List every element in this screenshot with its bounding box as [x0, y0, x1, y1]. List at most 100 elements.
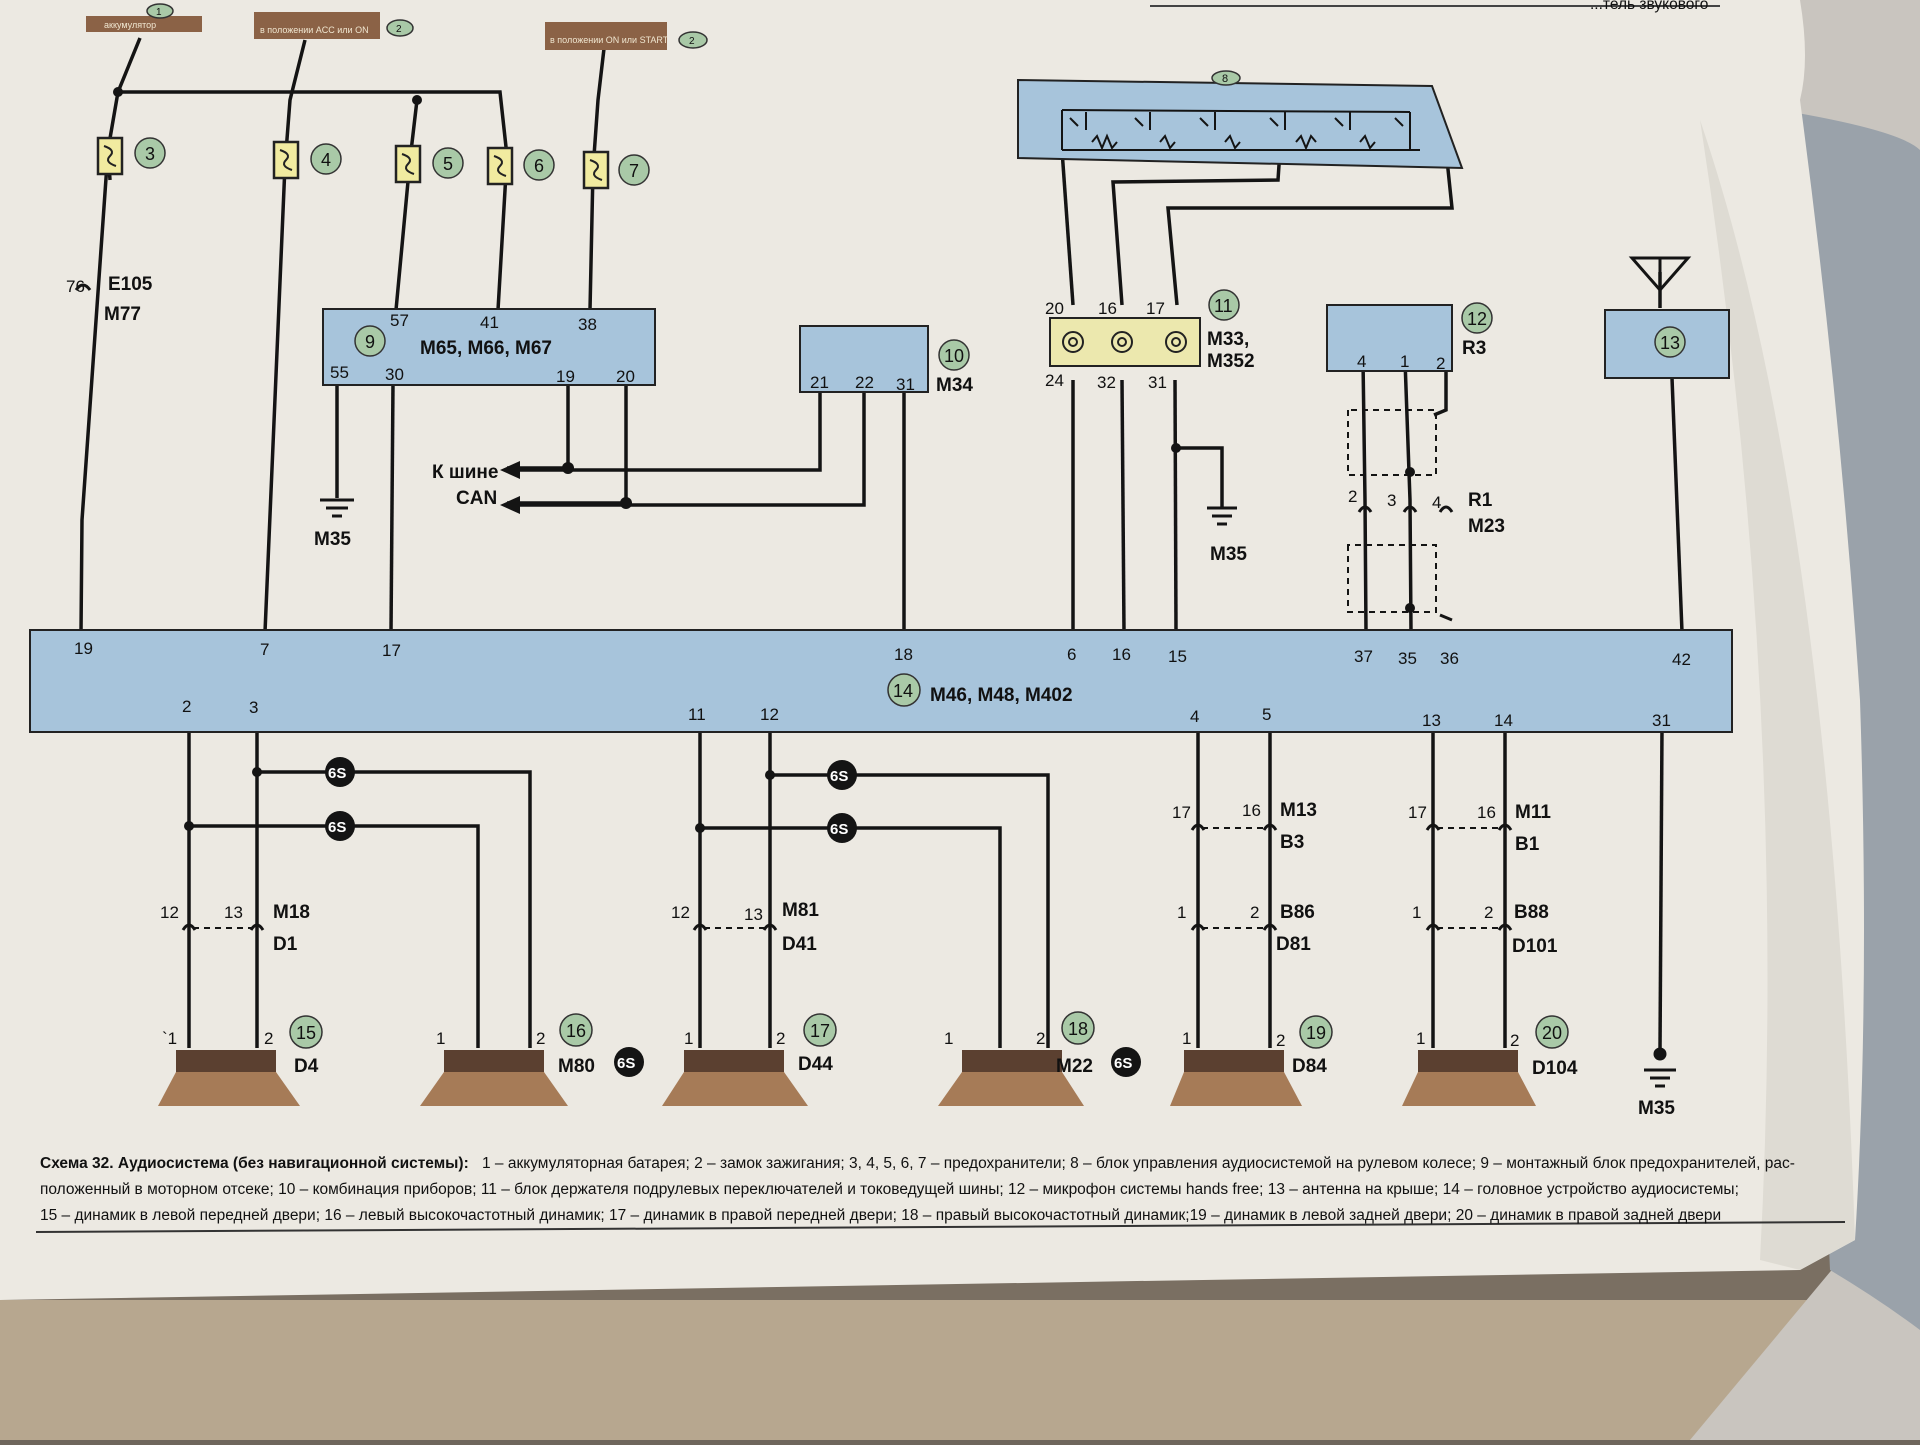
block-10-id: 10 [944, 346, 964, 366]
shield-tag-3: 6S [830, 768, 848, 785]
block-9-id: 9 [365, 332, 375, 352]
antenna-icon [1628, 256, 1692, 293]
block-14-pin-31: 31 [1652, 711, 1671, 730]
block-14-pin-35: 35 [1398, 649, 1417, 668]
fuse-7: 7 [582, 150, 650, 190]
block-14-pin-3: 3 [249, 698, 258, 717]
connector-arc-76 [74, 283, 92, 291]
block-14-pin-19: 19 [74, 639, 93, 658]
speaker-18-name: M22 [1056, 1056, 1093, 1077]
connector-m13-pin-b: 16 [1242, 801, 1261, 820]
speaker-20: 1 2 20 D104 [1402, 1015, 1578, 1106]
speaker-16-name: M80 [558, 1056, 595, 1077]
speaker-17-pin-1: 1 [684, 1029, 693, 1048]
caption-line-3: 15 – динамик в левой передней двери; 16 … [40, 1207, 1721, 1224]
speaker-20-id: 20 [1542, 1023, 1562, 1043]
connector-r1-m23: 2 3 4 R1 M23 [1348, 487, 1505, 622]
speaker-15-pin-2: 2 [264, 1029, 273, 1048]
top-tag-1: аккумулятор 1 [86, 3, 202, 32]
fuse-3-id: 3 [145, 144, 155, 164]
block-14-pin-17: 17 [382, 641, 401, 660]
block-11-pin-20: 20 [1045, 299, 1064, 318]
block-10-pin-31: 31 [896, 375, 915, 394]
top-tag-2: в положении ACC или ON 2 [254, 12, 414, 39]
block-14-pin-13: 13 [1422, 711, 1441, 730]
block-14-pin-7: 7 [260, 640, 269, 659]
label-e105: E105 [108, 274, 153, 295]
block-8-id: 8 [1222, 73, 1228, 85]
fuse-7-id: 7 [629, 161, 639, 181]
block-9-pin-19: 19 [556, 367, 575, 386]
speaker-18-pin-1: 1 [944, 1029, 953, 1048]
fuse-6: 6 [486, 146, 555, 186]
block-10-pin-22: 22 [855, 373, 874, 392]
fuse-5: 5 [394, 144, 464, 184]
r1-name: R1 [1468, 490, 1493, 511]
block-11-pin-17: 17 [1146, 299, 1165, 318]
connector-b88-pin-b: 2 [1484, 903, 1493, 922]
shield-tag-1: 6S [328, 765, 346, 782]
pin-76: 76 [66, 277, 85, 296]
connector-m18-pin-b: 13 [224, 903, 243, 922]
page-shading [1700, 120, 1855, 1270]
junctions [113, 87, 1415, 833]
connector-m81-name: M81 [782, 900, 819, 921]
block-14-pin-18: 18 [894, 645, 913, 664]
tablecloth-bottom [0, 1300, 1920, 1440]
connector-m11: 17 16 M11 B1 [1408, 802, 1551, 855]
can-arrows [500, 461, 520, 514]
connector-b86: 1 2 B86 D81 [1177, 902, 1315, 955]
speaker-19-name: D84 [1292, 1056, 1327, 1077]
fuse-5-id: 5 [443, 154, 453, 174]
block-9-pin-30: 30 [385, 365, 404, 384]
block-11-pin-16: 16 [1098, 299, 1117, 318]
block-12-microphone: 4 1 2 12 R3 [1326, 302, 1493, 373]
connector-b88: 1 2 B88 D101 [1412, 902, 1558, 957]
top-tag-1-text: аккумулятор [104, 20, 156, 30]
shield-tag-6: 6S [1114, 1055, 1132, 1072]
block-14-pin-12: 12 [760, 705, 779, 724]
block-9-name: M65, M66, M67 [420, 338, 552, 359]
speaker-20-pin-1: 1 [1416, 1029, 1425, 1048]
speaker-18: 1 2 18 M22 [938, 1011, 1095, 1106]
block-13-id: 13 [1660, 333, 1680, 353]
top-tag-1-id: 1 [156, 7, 162, 18]
shield-tags: 6S 6S 6S 6S 6S 6S [325, 757, 1141, 1077]
block-12-pin-2: 2 [1436, 354, 1445, 373]
block-12-id: 12 [1467, 309, 1487, 329]
top-tag-3-text: в положении ON или START [550, 35, 669, 45]
can-label-2: CAN [456, 488, 497, 509]
block-14-pin-42: 42 [1672, 650, 1691, 669]
block-10-instrument-cluster: 21 22 31 10 M34 [799, 325, 973, 396]
connector-m13: 17 16 M13 B3 [1172, 800, 1317, 853]
connector-b86-pin-b: 2 [1250, 903, 1259, 922]
can-label-1: К шине [432, 462, 498, 483]
speaker-17-id: 17 [810, 1021, 830, 1041]
speaker-17-pin-2: 2 [776, 1029, 785, 1048]
r1-pin-3: 3 [1387, 491, 1396, 510]
speaker-15-pin-1: `1 [162, 1029, 177, 1048]
connector-b88-pin-a: 1 [1412, 903, 1421, 922]
block-12-pin-1: 1 [1400, 352, 1409, 371]
block-14-pin-15: 15 [1168, 647, 1187, 666]
shield-tag-2: 6S [328, 819, 346, 836]
caption-line-2: положенный в моторном отсеке; 10 – комби… [40, 1181, 1739, 1198]
block-8-steering-controls: 8 [1017, 70, 1464, 170]
block-14-id: 14 [893, 681, 913, 701]
ground-m35-right [1644, 1047, 1676, 1088]
block-12-name: R3 [1462, 338, 1486, 359]
connector-m81-sub: D41 [782, 934, 817, 955]
m23-name: M23 [1468, 516, 1505, 537]
block-14-pin-37: 37 [1354, 647, 1373, 666]
ground-m35-right-label: M35 [1638, 1098, 1675, 1119]
block-9-pin-55: 55 [330, 363, 349, 382]
block-14-pin-5: 5 [1262, 705, 1271, 724]
connector-m13-sub: B3 [1280, 832, 1304, 853]
block-14-pin-36: 36 [1440, 649, 1459, 668]
r1-pin-4: 4 [1432, 493, 1441, 512]
shield-tag-5: 6S [617, 1055, 635, 1072]
label-m77: M77 [104, 304, 141, 325]
block-9-pin-41: 41 [480, 313, 499, 332]
